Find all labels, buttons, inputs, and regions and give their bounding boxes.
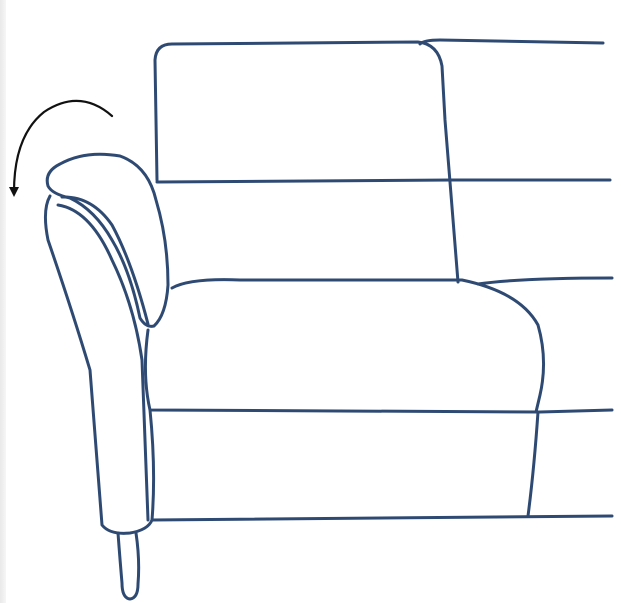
armrest-top-seam	[62, 197, 148, 324]
armrest-body	[45, 196, 152, 533]
sofa-leg	[118, 533, 139, 599]
sofa-base	[150, 410, 612, 520]
base-seam	[528, 412, 538, 516]
back-cushion-left	[155, 42, 458, 282]
back-cushion-right	[420, 40, 603, 44]
seat-cushion	[172, 280, 544, 412]
armrest-top	[47, 154, 168, 326]
seat-cushion-right	[478, 278, 612, 284]
back-cushion-left-seam	[157, 180, 452, 182]
armrest-inner	[58, 205, 148, 520]
rotate-arrow-icon	[14, 101, 112, 192]
